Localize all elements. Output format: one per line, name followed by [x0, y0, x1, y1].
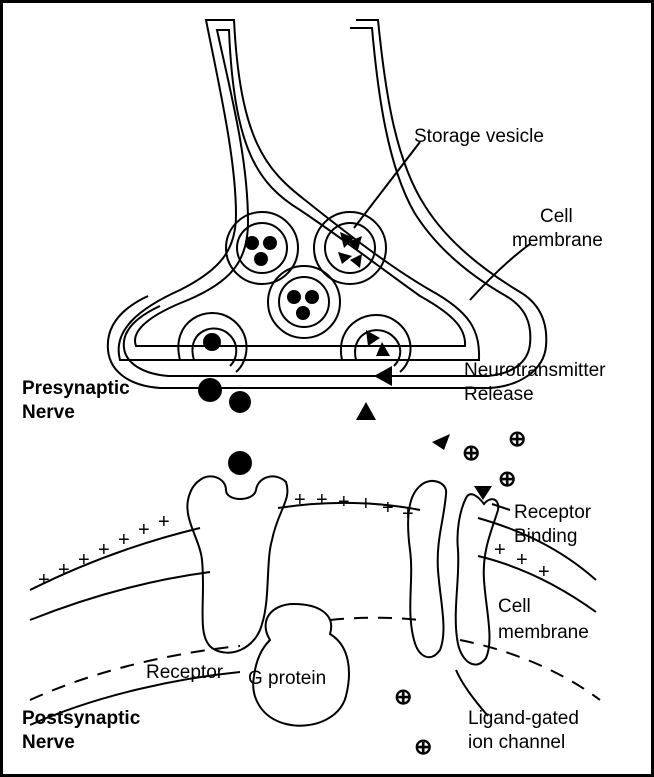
svg-text:+: + — [316, 489, 328, 511]
presynaptic-terminal — [108, 20, 547, 388]
positive-ion: ⊕ — [508, 426, 526, 451]
label-neurotransmitter-release: Neurotransmitter — [464, 360, 606, 381]
svg-text:+: + — [382, 497, 394, 519]
label-receptor: Receptor — [146, 662, 224, 683]
label-postsynaptic-2: Nerve — [22, 732, 75, 753]
ion-channel-right — [456, 494, 499, 664]
neurotransmitter-dot — [228, 451, 252, 475]
label-storage-vesicle: Storage vesicle — [414, 126, 544, 147]
presynaptic-right-neck-inner — [124, 28, 531, 376]
neurotransmitter-triangle — [374, 366, 392, 386]
svg-text:+: + — [78, 549, 90, 571]
neurotransmitter-triangle — [474, 486, 492, 500]
g-protein-shape — [253, 604, 349, 726]
storage-vesicle-leader — [354, 142, 420, 228]
positive-ion: ⊕ — [498, 466, 516, 491]
label-g-protein: G protein — [248, 668, 326, 689]
svg-text:+: + — [58, 559, 70, 581]
neurotransmitter-triangle — [356, 402, 376, 420]
svg-text:+: + — [138, 519, 150, 541]
label-presynaptic-2: Nerve — [22, 402, 75, 423]
docking-vesicle-right — [341, 315, 411, 372]
released-neurotransmitters — [198, 366, 492, 500]
label-presynaptic: Presynaptic — [22, 378, 130, 399]
positive-ion: ⊕ — [462, 440, 480, 465]
svg-text:+: + — [158, 511, 170, 533]
svg-text:+: + — [360, 493, 372, 515]
label-cell-membrane-bottom: Cell — [498, 596, 531, 617]
label-cell-membrane-top-2: membrane — [512, 230, 603, 251]
svg-text:+: + — [516, 549, 528, 571]
ion-channel-left — [408, 481, 446, 657]
svg-text:+: + — [338, 491, 350, 513]
presynaptic-right-neck — [108, 20, 547, 388]
neurotransmitter-triangle — [432, 434, 450, 450]
svg-text:+: + — [402, 503, 414, 525]
svg-text:+: + — [494, 539, 506, 561]
neurotransmitter-dot — [198, 378, 222, 402]
svg-text:+: + — [118, 529, 130, 551]
membrane-charges: + + + + + + + + + + + + + + + + — [38, 489, 550, 591]
label-receptor-binding-2: Binding — [514, 526, 577, 547]
label-cell-membrane-top: Cell — [540, 206, 573, 227]
label-ligand-gated-channel: Ligand-gated — [468, 708, 579, 729]
svg-text:+: + — [38, 569, 50, 591]
svg-text:+: + — [98, 539, 110, 561]
positive-ion: ⊕ — [394, 684, 412, 709]
positive-ion: ⊕ — [414, 734, 432, 759]
label-receptor-binding: Receptor — [514, 502, 592, 523]
label-ligand-gated-channel-2: ion channel — [468, 732, 565, 753]
label-postsynaptic: Postsynaptic — [22, 708, 141, 729]
svg-text:+: + — [538, 561, 550, 583]
label-neurotransmitter-release-2: Release — [464, 384, 534, 405]
postsynaptic-outer-membrane — [30, 528, 200, 590]
neurotransmitter-dot — [229, 391, 251, 413]
label-cell-membrane-bottom-2: membrane — [498, 622, 589, 643]
receptor-binding-leader — [492, 504, 510, 510]
svg-text:+: + — [294, 489, 306, 511]
receptor-shape — [187, 476, 287, 652]
